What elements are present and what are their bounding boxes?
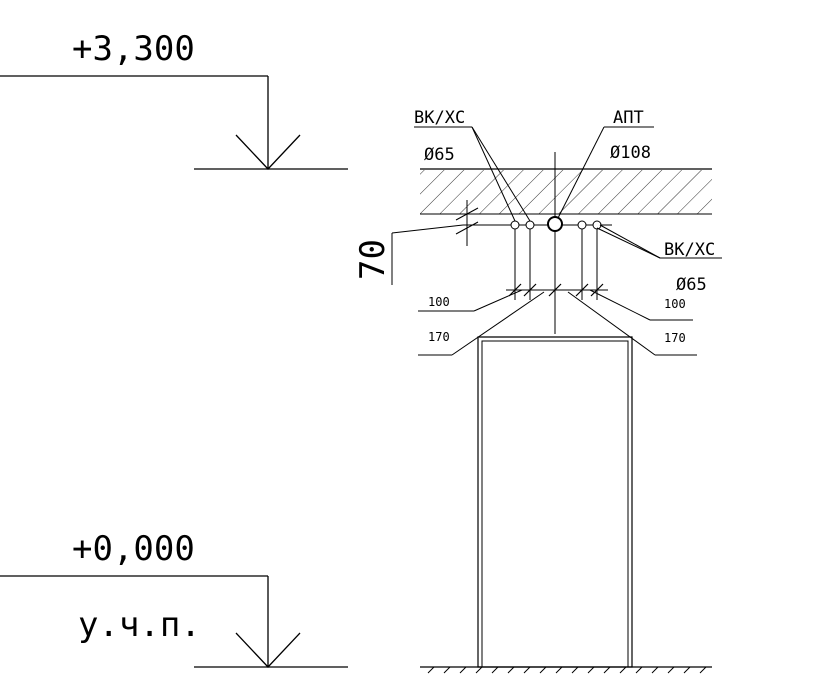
ground-hatch-tick (524, 667, 530, 673)
dim-right-inner: 100 (664, 297, 686, 311)
ground-hatch-tick (636, 667, 642, 673)
offset-dimension-text: 70 (353, 239, 393, 280)
pipe-vk-left-1 (511, 221, 519, 229)
vk-right-label: ВК/ХС (664, 240, 715, 260)
pipe-vk-right-2 (593, 221, 601, 229)
ground-hatch-tick (540, 667, 546, 673)
level-top-text: +3,300 (72, 29, 195, 69)
level-mark-bottom: +0,000 у.ч.п. (0, 529, 348, 667)
dim-right-outer: 170 (664, 331, 686, 345)
ground-hatch-tick (476, 667, 482, 673)
vk-left-label: ВК/ХС (414, 108, 465, 128)
vk-left-diameter: Ø65 (424, 145, 455, 165)
callout-vk-right: ВК/ХС Ø65 (597, 225, 722, 295)
ground-hatch-tick (700, 667, 706, 673)
slab (420, 169, 712, 214)
ground-hatch-tick (652, 667, 658, 673)
dimension-extensions (506, 229, 608, 300)
column-inner (482, 341, 628, 667)
slab-hatch (420, 170, 712, 214)
callout-apt: АПТ Ø108 (558, 108, 654, 218)
level-mark-top: +3,300 (0, 29, 348, 169)
ground-hatch-tick (508, 667, 514, 673)
ground-hatch-tick (668, 667, 674, 673)
pipes (511, 217, 601, 231)
apt-label: АПТ (613, 108, 644, 128)
column (478, 337, 632, 667)
vk-right-diameter: Ø65 (676, 275, 707, 295)
ground-hatch-tick (460, 667, 466, 673)
column-outer (478, 337, 632, 667)
ground-hatch-tick (620, 667, 626, 673)
ground-hatch-tick (684, 667, 690, 673)
callout-vk-left: ВК/ХС Ø65 (414, 108, 530, 221)
apt-diameter: Ø108 (610, 143, 651, 163)
dim-left-inner: 100 (428, 295, 450, 309)
pipe-vk-left-2 (526, 221, 534, 229)
vk-right-leader-1 (597, 228, 660, 258)
ground-hatch-tick (492, 667, 498, 673)
vk-left-leader-2 (472, 127, 530, 221)
ground-hatch-tick (588, 667, 594, 673)
vk-left-leader-1 (472, 127, 515, 221)
dim-left-outer: 170 (428, 330, 450, 344)
level-bottom-note: у.ч.п. (78, 605, 201, 645)
dimension-left: 100 170 (418, 290, 544, 355)
ground-hatch-tick (572, 667, 578, 673)
dimension-offset: 70 (353, 200, 478, 285)
ground-line (420, 667, 712, 673)
ground-hatch-tick (604, 667, 610, 673)
ground-hatch-tick (428, 667, 434, 673)
apt-leader (558, 127, 604, 218)
level-bottom-text: +0,000 (72, 529, 195, 569)
ground-hatch-tick (444, 667, 450, 673)
vk-right-leader-2 (600, 225, 660, 258)
ground-hatch-tick (556, 667, 562, 673)
pipe-vk-right-1 (578, 221, 586, 229)
dimension-right: 100 170 (568, 290, 697, 355)
pipe-apt (548, 217, 562, 231)
